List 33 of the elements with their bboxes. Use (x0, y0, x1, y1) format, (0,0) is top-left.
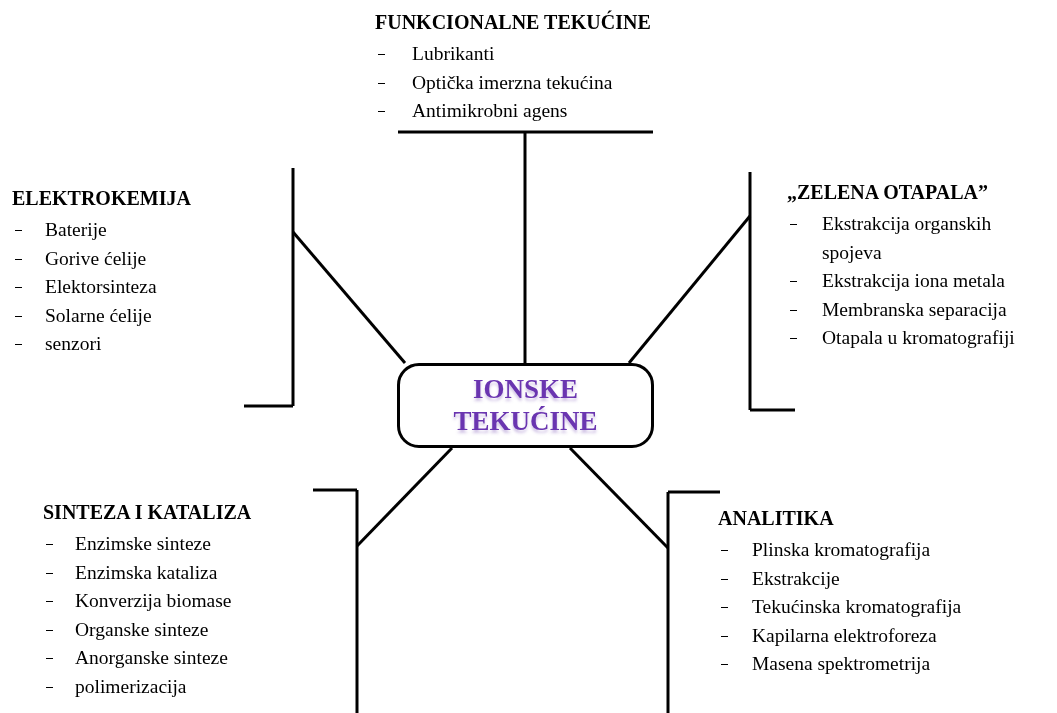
list-item: Ekstrakcija organskih spojeva (822, 213, 992, 263)
list-item: Ekstrakcije (752, 567, 840, 589)
central-title: IONSKE TEKUĆINE (452, 374, 599, 437)
list-item: Kapilarna elektroforeza (752, 624, 937, 646)
connector-line (627, 215, 752, 364)
rounded-box (397, 363, 654, 448)
list-item: Enzimske sinteze (75, 533, 211, 554)
connector-line (568, 446, 670, 550)
list-item: senzori (45, 333, 102, 354)
list-item: Gorive ćelije (45, 247, 147, 269)
list-item: Membranska separacija (822, 298, 1007, 320)
topic-heading: ANALITIKA (718, 506, 835, 530)
list-item: Enzimska kataliza (75, 561, 218, 583)
list-item: Lubrikanti (412, 43, 495, 64)
topic-heading: ELEKTROKEMIJA (12, 186, 192, 210)
list-item: Elektorsinteza (45, 276, 157, 297)
list-item: Organske sinteze (75, 618, 209, 640)
list-item: Optička imerzna tekućina (412, 71, 613, 93)
list-item: Masena spektrometrija (752, 653, 931, 674)
list-item: Baterije (45, 219, 107, 240)
list-item: Ekstrakcija iona metala (822, 270, 1005, 291)
list-item: Antimikrobni agens (412, 100, 568, 121)
topic-heading: „ZELENA OTAPALA” (787, 180, 989, 204)
list-item: Plinska kromatografija (752, 539, 931, 560)
list-item: Otapala u kromatografiji (822, 327, 1015, 348)
topic-heading: FUNKCIONALNE TEKUĆINE (375, 10, 652, 34)
list-item: Anorganske sinteze (75, 647, 228, 668)
connector-line (523, 132, 527, 363)
list-item: Konverzija biomase (75, 590, 232, 611)
list-item: Solarne ćelije (45, 304, 152, 326)
topic-heading: SINTEZA I KATALIZA (43, 500, 253, 524)
list-item: Tekućinska kromatografija (752, 596, 962, 617)
list-item: polimerizacija (75, 675, 187, 697)
